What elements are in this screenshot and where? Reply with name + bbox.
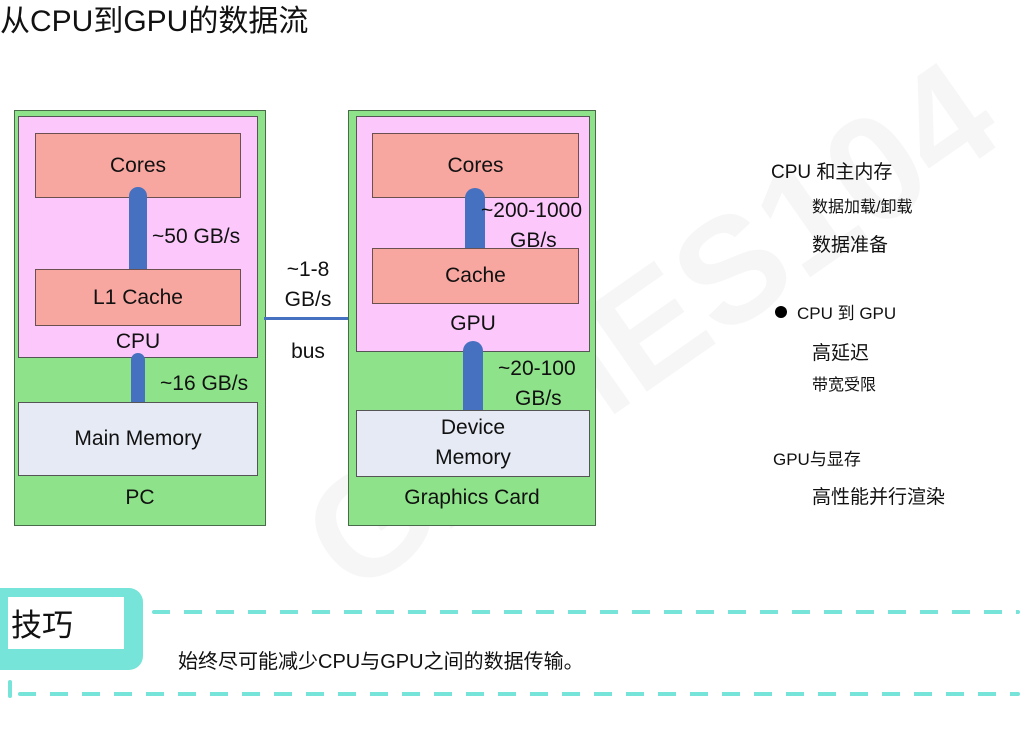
gpu-memory-bandwidth-line1: ~20-100 (498, 357, 576, 380)
pc-label: PC (125, 486, 155, 509)
pc-cores-label: Cores (109, 154, 167, 177)
bus-bandwidth-line1: ~1-8 (286, 258, 330, 281)
pc-cores-cache-link (129, 187, 147, 282)
bus-line (264, 317, 350, 320)
gpu-memory-bandwidth-line2: GB/s (515, 387, 562, 410)
tip-bottom-dashed-border (18, 692, 1020, 696)
main-memory-label: Main Memory (74, 427, 202, 450)
cpu-memory-bandwidth: ~16 GB/s (160, 372, 249, 395)
note-cpu-gpu-item: 高延迟 (812, 343, 870, 364)
gpu-memory-link (463, 341, 483, 421)
note-cpu-memory-heading: CPU 和主内存 (771, 162, 893, 183)
gpu-cores-cache-bandwidth-line2: GB/s (510, 229, 557, 252)
tip-badge-inner (8, 597, 124, 649)
gpu-cores-box: Cores (372, 133, 579, 198)
main-memory-box: Main Memory (18, 402, 258, 476)
note-gpu-vram-heading: GPU与显存 (773, 450, 861, 469)
note-gpu-vram-item: 高性能并行渲染 (812, 487, 946, 508)
graphics-card-label: Graphics Card (404, 486, 540, 509)
note-cpu-gpu-heading-text: CPU 到 GPU (797, 304, 897, 323)
note-cpu-memory-item: 数据加载/卸载 (812, 199, 913, 216)
gpu-cores-cache-bandwidth-line1: ~200-1000 (481, 199, 583, 222)
pc-l1-cache-label: L1 Cache (93, 286, 183, 309)
device-memory-label-line2: Memory (435, 446, 511, 469)
bus-bandwidth-line2: GB/s (284, 288, 332, 311)
gpu-cache-box: Cache (372, 248, 579, 304)
device-memory-box (356, 410, 590, 477)
bus-label: bus (291, 340, 325, 363)
note-cpu-memory-item: 数据准备 (812, 235, 889, 256)
tip-text: 始终尽可能减少CPU与GPU之间的数据传输。 (178, 651, 584, 673)
pc-cores-cache-bandwidth: ~50 GB/s (152, 225, 241, 248)
tip-top-dashed-border (152, 610, 1020, 614)
bullet-icon (775, 306, 787, 318)
note-cpu-gpu-item: 带宽受限 (812, 377, 877, 394)
gpu-cores-cache-link (465, 188, 485, 259)
note-cpu-gpu-heading: CPU 到 GPU (775, 299, 896, 324)
cpu-memory-link (131, 353, 145, 409)
device-memory-label-line1: Device (440, 416, 506, 439)
gpu-cache-label: Cache (445, 264, 506, 287)
tip-left-dashed-border (8, 680, 12, 698)
pc-l1-cache-box: L1 Cache (35, 269, 241, 326)
tip-label: 技巧 (11, 608, 73, 643)
gpu-cores-label: Cores (447, 154, 504, 177)
gpu-label: GPU (450, 312, 496, 335)
page-title: 从CPU到GPU的数据流 (0, 5, 309, 38)
cpu-label: CPU (115, 330, 161, 353)
